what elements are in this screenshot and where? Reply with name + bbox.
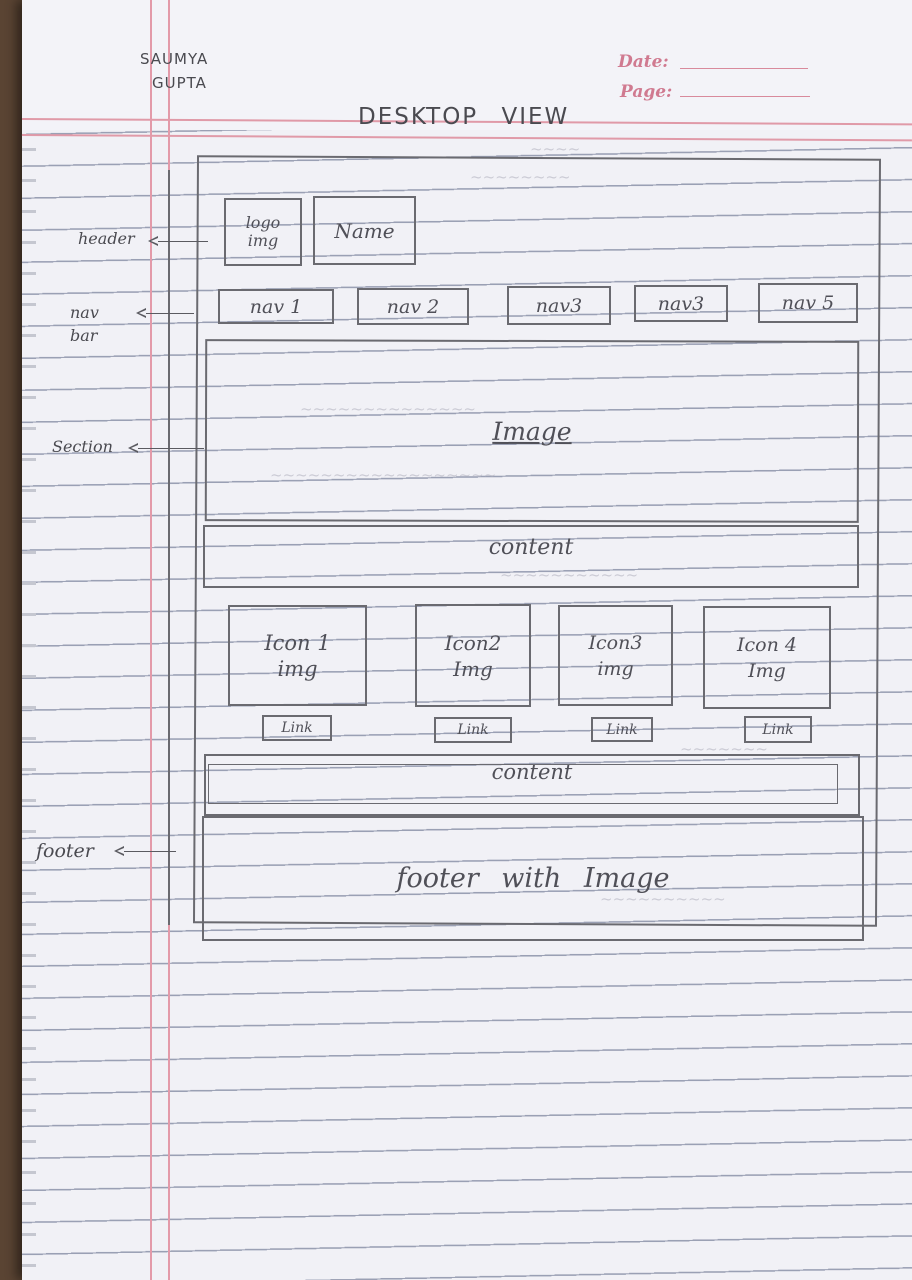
icon-card-3-link-label: Link <box>606 721 638 738</box>
icon-card-2-subtitle: Img <box>453 656 493 681</box>
icon-card-4-link-label: Link <box>762 721 794 738</box>
nav-item-3-label: nav3 <box>535 294 583 317</box>
annotation-navbar-line2: bar <box>70 326 98 345</box>
icon-card-3[interactable]: Icon3 img <box>558 605 673 706</box>
logo-label-line2: img <box>247 231 279 250</box>
nav-item-5-label: nav 5 <box>781 292 835 314</box>
annotation-navbar-line1: nav <box>70 303 99 322</box>
logo-label-line1: logo <box>245 213 281 232</box>
icon-card-1-link[interactable]: Link <box>262 715 332 741</box>
nav-item-2[interactable]: nav 2 <box>357 288 469 325</box>
icon-card-2-link-label: Link <box>457 722 489 738</box>
icon-card-4-link[interactable]: Link <box>744 716 812 743</box>
icon-card-1-link-label: Link <box>281 720 313 736</box>
nav-item-1-label: nav 1 <box>249 295 303 318</box>
icon-card-4-subtitle: Img <box>748 659 786 682</box>
annotation-footer: footer <box>36 840 94 862</box>
page-rule <box>680 96 810 97</box>
page-top-area <box>22 0 912 130</box>
notebook-page <box>22 0 912 1280</box>
author-name-line2: GUPTA <box>152 74 207 92</box>
arrow-navbar <box>136 308 194 318</box>
icon-card-4-title: Icon 4 <box>737 633 797 656</box>
content-block-1: content <box>203 525 859 588</box>
date-label: Date: <box>618 52 669 72</box>
icon-card-1-subtitle: img <box>277 656 318 681</box>
icon-card-1-title: Icon 1 <box>264 630 331 655</box>
page-label: Page: <box>620 82 673 102</box>
annotation-header: header <box>78 229 135 248</box>
arrow-header <box>148 236 208 246</box>
margin-line-left <box>150 0 152 1280</box>
arrow-footer <box>114 846 176 856</box>
nav-item-1[interactable]: nav 1 <box>218 289 334 324</box>
nav-item-4-label: nav3 <box>657 292 705 315</box>
date-rule <box>680 68 808 69</box>
nav-item-4[interactable]: nav3 <box>634 285 728 322</box>
author-name-line1: SAUMYA <box>140 50 209 68</box>
hero-image-placeholder: Image <box>204 339 860 523</box>
content-block-1-label: content <box>488 535 574 560</box>
name-placeholder: Name <box>313 196 416 265</box>
footer-label: footer with Image <box>396 863 670 894</box>
wireframe-left-edge <box>168 170 172 925</box>
arrow-section <box>128 443 204 453</box>
logo-image-placeholder: logo img <box>224 198 302 266</box>
icon-card-4[interactable]: Icon 4 Img <box>703 606 831 709</box>
hero-image-label: Image <box>492 416 572 446</box>
nav-item-3[interactable]: nav3 <box>507 286 611 325</box>
icon-card-2[interactable]: Icon2 Img <box>415 604 531 707</box>
footer-placeholder: footer with Image <box>202 816 864 941</box>
icon-card-3-title: Icon3 <box>588 631 643 654</box>
icon-card-1[interactable]: Icon 1 img <box>228 605 367 706</box>
page-title: DESKTOP VIEW <box>358 104 570 130</box>
icon-card-3-subtitle: img <box>597 657 634 680</box>
icon-card-2-link[interactable]: Link <box>434 717 512 743</box>
icon-card-3-link[interactable]: Link <box>591 717 653 742</box>
name-label: Name <box>334 218 395 243</box>
icon-card-2-title: Icon2 <box>444 630 502 655</box>
content-block-2-inner <box>208 764 838 804</box>
page-edge <box>22 120 36 1280</box>
nav-item-5[interactable]: nav 5 <box>758 283 858 323</box>
nav-item-2-label: nav 2 <box>386 295 440 318</box>
annotation-section: Section <box>52 437 113 456</box>
